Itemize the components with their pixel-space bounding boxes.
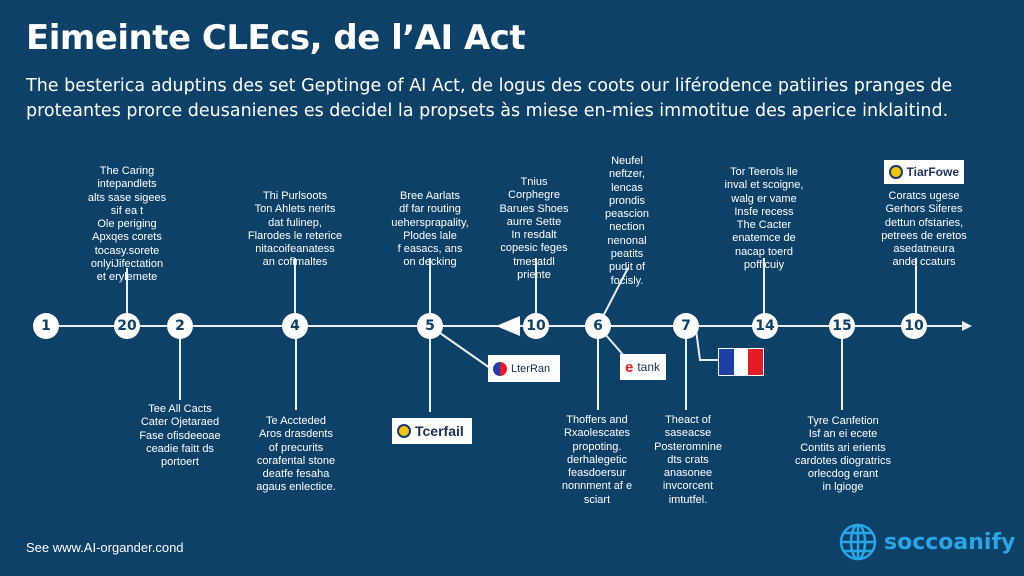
timeline-node[interactable]: 5 <box>417 313 443 339</box>
timeline-arrow-icon <box>962 321 972 331</box>
logo-emblem-icon: e <box>625 358 634 376</box>
brand-name: soccoanify <box>884 529 1016 555</box>
timeline-node[interactable]: 7 <box>673 313 699 339</box>
timeline-node[interactable]: 20 <box>114 313 140 339</box>
top-note: Tnius Corphegre Barues Shoes aurre Sette… <box>499 176 569 282</box>
bottom-note: Tee All Cacts Cater Ojetaraed Fase ofisd… <box>139 403 221 469</box>
timeline-node[interactable]: 10 <box>523 313 549 339</box>
back-arrow-icon <box>496 316 520 336</box>
logo-text: LterRan <box>511 362 551 375</box>
top-note: The Caring intepandlets alts sase sigees… <box>87 165 167 284</box>
top-note: Neufel neftzer, lencas prondis peascion … <box>604 155 650 287</box>
page-title: Eimeinte CLEcs, de l’AI Act <box>26 18 526 58</box>
logo-emblem-icon <box>493 361 507 376</box>
timeline-node[interactable]: 6 <box>585 313 611 339</box>
top-note: Tor Teerols lle inval et scoigne, walg e… <box>724 166 804 272</box>
timeline-node[interactable]: 14 <box>752 313 778 339</box>
logo-lterran: LterRan <box>488 355 560 382</box>
bottom-note: Thoffers and Rxaolescates propoting. der… <box>561 414 633 506</box>
top-note: Coratcs ugese Gerhors Siferes dettun ofs… <box>881 190 967 269</box>
logo-tiarfowe: TiarFowe <box>884 160 964 184</box>
top-note: Thi Purlsoots Ton Ahlets nerits dat fuli… <box>247 190 343 269</box>
logo-tcerfail: Tcerfail <box>392 418 472 444</box>
footer-link[interactable]: See www.AI-organder.cond <box>26 540 184 555</box>
french-flag-icon <box>718 348 764 376</box>
logo-emblem-icon <box>889 165 903 179</box>
bottom-note: Te Accteded Aros drasdents of precurits … <box>256 415 336 494</box>
globe-icon <box>839 523 877 561</box>
timeline-node[interactable]: 4 <box>282 313 308 339</box>
logo-text: TiarFowe <box>906 165 959 179</box>
bottom-note: Theact of saseacse Posteromnine dts crat… <box>654 414 722 506</box>
bottom-note: Tyre Canfetion Isf an ei ecete Contits a… <box>795 415 891 494</box>
timeline-node[interactable]: 2 <box>167 313 193 339</box>
timeline-node[interactable]: 15 <box>829 313 855 339</box>
logo-emblem-icon <box>397 424 411 438</box>
logo-text: Tcerfail <box>415 423 464 439</box>
timeline-node[interactable]: 10 <box>901 313 927 339</box>
top-note: Bree Aarlats df far routing uehersprapal… <box>391 190 469 269</box>
brand-logo: soccoanify <box>838 522 1015 562</box>
timeline-node[interactable]: 1 <box>33 313 59 339</box>
subtitle: The besterica aduptins des set Geptinge … <box>26 76 953 121</box>
logo-text: tank <box>637 360 661 374</box>
